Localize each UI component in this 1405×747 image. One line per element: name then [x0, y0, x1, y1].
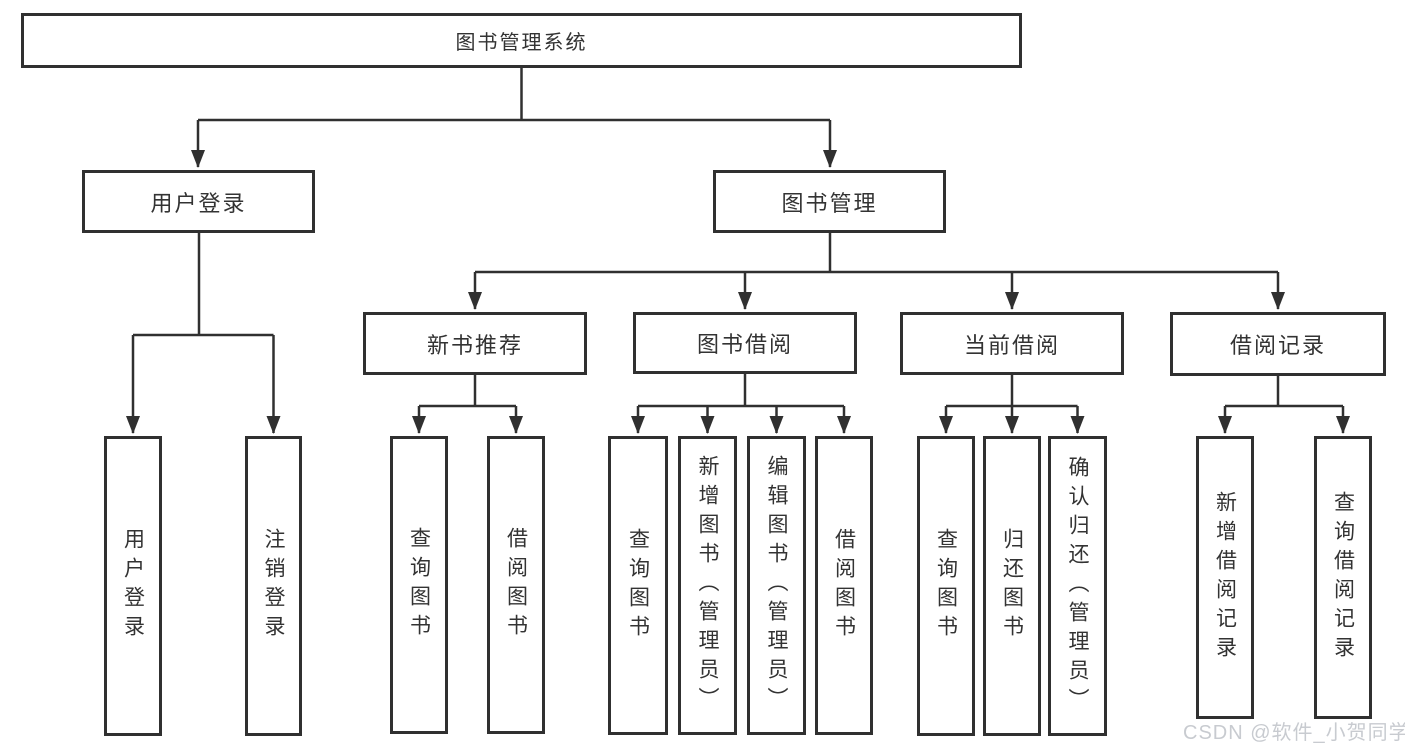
- leaf-borrow-books-recommend: 借阅图书: [487, 436, 545, 734]
- leaf-borrow-books: 借阅图书: [815, 436, 873, 735]
- leaf-add-books-admin: 新增图书（管理员）: [678, 436, 737, 735]
- leaf-logout: 注销登录: [245, 436, 302, 736]
- node-new-book-recommend: 新书推荐: [363, 312, 587, 375]
- node-book-management-branch: 图书管理: [713, 170, 946, 233]
- leaf-confirm-return-admin: 确认归还（管理员）: [1048, 436, 1107, 736]
- leaf-query-books-recommend: 查询图书: [390, 436, 448, 734]
- node-borrow-records: 借阅记录: [1170, 312, 1386, 376]
- node-library-management-system: 图书管理系统: [21, 13, 1022, 68]
- leaf-edit-books-admin: 编辑图书（管理员）: [747, 436, 806, 735]
- node-user-login-branch: 用户登录: [82, 170, 315, 233]
- node-current-borrow: 当前借阅: [900, 312, 1124, 375]
- csdn-watermark: CSDN @软件_小贺同学: [1183, 722, 1405, 744]
- leaf-return-books: 归还图书: [983, 436, 1041, 736]
- leaf-query-books-current: 查询图书: [917, 436, 975, 736]
- leaf-add-borrow-record: 新增借阅记录: [1196, 436, 1254, 719]
- node-book-borrow: 图书借阅: [633, 312, 857, 374]
- leaf-query-books-borrow: 查询图书: [608, 436, 668, 735]
- leaf-query-borrow-record: 查询借阅记录: [1314, 436, 1372, 719]
- leaf-user-login: 用户登录: [104, 436, 162, 736]
